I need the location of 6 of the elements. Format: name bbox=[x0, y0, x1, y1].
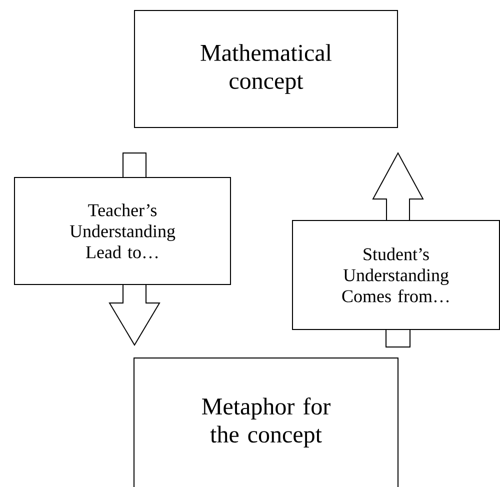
block-arrow bbox=[372, 152, 424, 220]
concept-box: Mathematical concept bbox=[134, 10, 398, 128]
concept-box: Metaphor for the concept bbox=[134, 358, 398, 487]
callout-box: Teacher’s Understanding Lead to… bbox=[14, 152, 231, 285]
block-arrow bbox=[108, 284, 160, 346]
callout-box: Student’s Understanding Comes from… bbox=[292, 220, 500, 348]
